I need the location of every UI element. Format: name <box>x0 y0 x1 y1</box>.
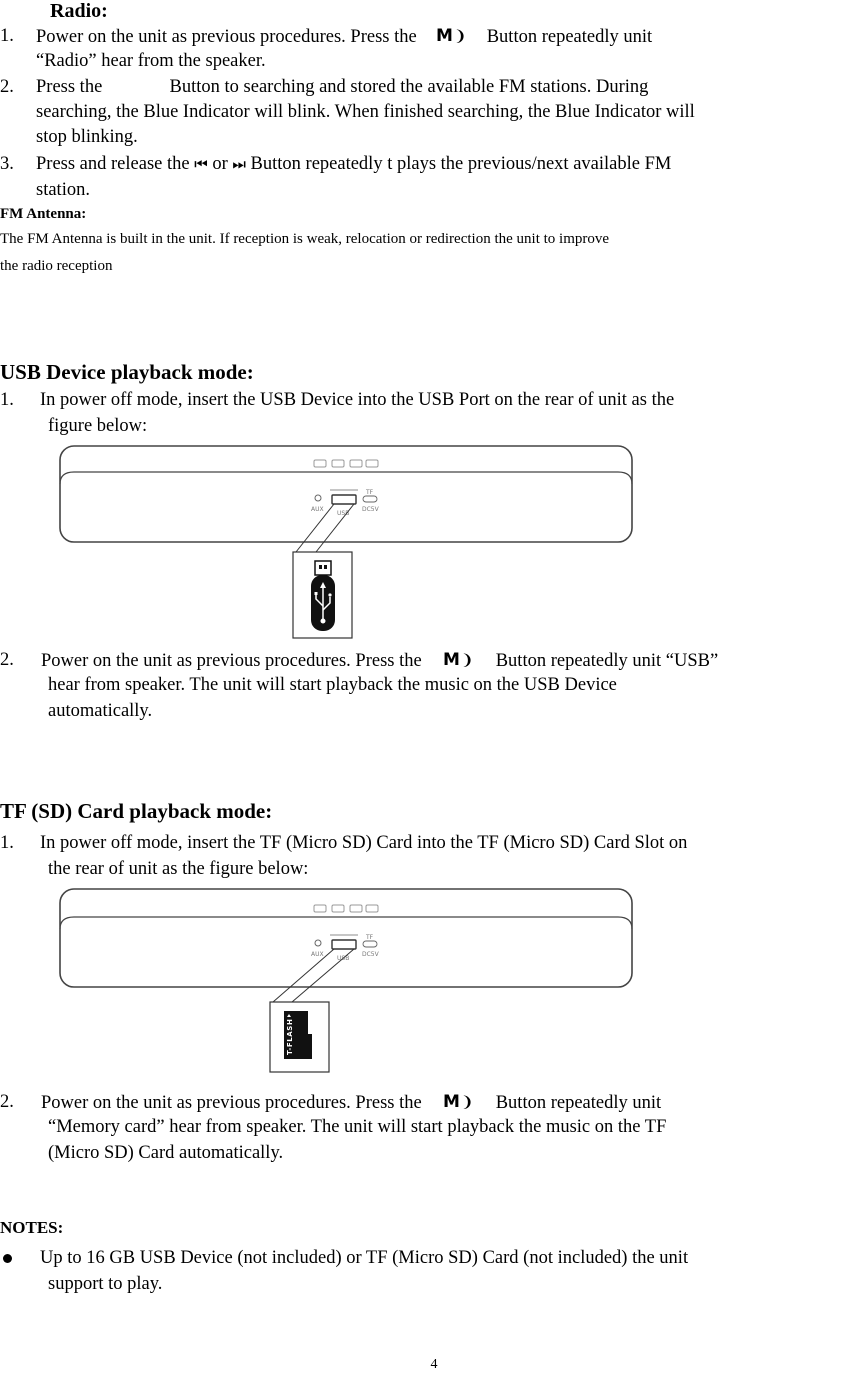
item-text: (Micro SD) Card automatically. <box>48 1143 284 1163</box>
item-number: 1. <box>0 833 14 853</box>
item-number: 2. <box>0 1092 14 1112</box>
card-label: T-FLASH <box>286 1019 294 1055</box>
item-text: automatically. <box>48 701 153 721</box>
note-text: support to play. <box>48 1274 163 1294</box>
tf-card-icon: T-FLASH <box>284 1011 312 1059</box>
dc5v-label: DC5V <box>362 506 380 513</box>
bullet-icon <box>3 1254 12 1263</box>
item-text: Button to searching and stored the avail… <box>169 77 649 97</box>
item-text: Press and release the <box>36 154 190 174</box>
next-track-icon: ⏭ <box>232 155 246 173</box>
item-text: Press the <box>36 77 103 97</box>
tf-label: TF <box>365 489 374 496</box>
item-number: 3. <box>0 154 14 174</box>
tf-insertion-figure: AUX USB TF DC5V T-FLASH <box>59 888 633 1073</box>
item-number: 1. <box>0 390 14 410</box>
usb-port-icon <box>331 494 357 505</box>
aux-label: AUX <box>311 951 324 958</box>
usb-port-icon <box>331 939 357 950</box>
usb-insertion-figure: AUX USB TF DC5V <box>59 445 633 639</box>
antenna-text-line-2: the radio reception <box>0 258 113 274</box>
item-text: Button repeatedly unit <box>495 1093 662 1113</box>
usb-heading: USB Device playback mode: <box>0 360 254 384</box>
item-number: 2. <box>0 650 14 670</box>
previous-track-icon: ⏮ <box>194 155 208 173</box>
item-text: stop blinking. <box>36 127 138 147</box>
usb-label: USB <box>337 510 349 517</box>
item-text: Button repeatedly unit <box>486 27 653 47</box>
item-text: In power off mode, insert the TF (Micro … <box>40 833 688 853</box>
item-number: 2. <box>0 77 14 97</box>
item-text: the rear of unit as the figure below: <box>48 859 309 879</box>
item-text: Power on the unit as previous procedures… <box>41 651 422 671</box>
page-number: 4 <box>430 1357 438 1372</box>
notes-heading: NOTES: <box>0 1218 64 1237</box>
item-text: station. <box>36 180 90 200</box>
item-text: Button repeatedly t plays the previous/n… <box>250 154 672 174</box>
mode-button-icon: M❩ <box>435 26 468 46</box>
item-text: “Memory card” hear from speaker. The uni… <box>48 1117 667 1137</box>
item-text: In power off mode, insert the USB Device… <box>40 390 675 410</box>
note-text: Up to 16 GB USB Device (not included) or… <box>40 1248 689 1268</box>
antenna-text-line-1: The FM Antenna is built in the unit. If … <box>0 231 610 247</box>
dc-port-icon <box>362 495 378 503</box>
aux-label: AUX <box>311 506 324 513</box>
aux-jack-icon <box>314 494 322 502</box>
item-text: figure below: <box>48 416 148 436</box>
mode-button-icon: M❩ <box>442 650 475 670</box>
dc5v-label: DC5V <box>362 951 380 958</box>
mode-button-icon: M❩ <box>442 1092 475 1112</box>
tf-label: TF <box>365 934 374 941</box>
item-text: Power on the unit as previous procedures… <box>36 27 417 47</box>
aux-jack-icon <box>314 939 322 947</box>
tf-heading: TF (SD) Card playback mode: <box>0 799 273 823</box>
item-text: Power on the unit as previous procedures… <box>41 1093 422 1113</box>
tf-slot-icon <box>362 940 378 948</box>
item-number: 1. <box>0 26 14 46</box>
item-text: “Radio” hear from the speaker. <box>36 51 266 71</box>
item-text: Button repeatedly unit “USB” <box>495 651 719 671</box>
radio-heading: Radio: <box>50 0 108 22</box>
item-text: hear from speaker. The unit will start p… <box>48 675 617 695</box>
item-text: or <box>212 154 228 174</box>
item-text: searching, the Blue Indicator will blink… <box>36 102 695 122</box>
speaker-rear-panel <box>59 445 633 543</box>
speaker-rear-panel <box>59 888 633 988</box>
antenna-heading: FM Antenna: <box>0 206 87 222</box>
usb-flash-drive-icon <box>311 560 335 631</box>
